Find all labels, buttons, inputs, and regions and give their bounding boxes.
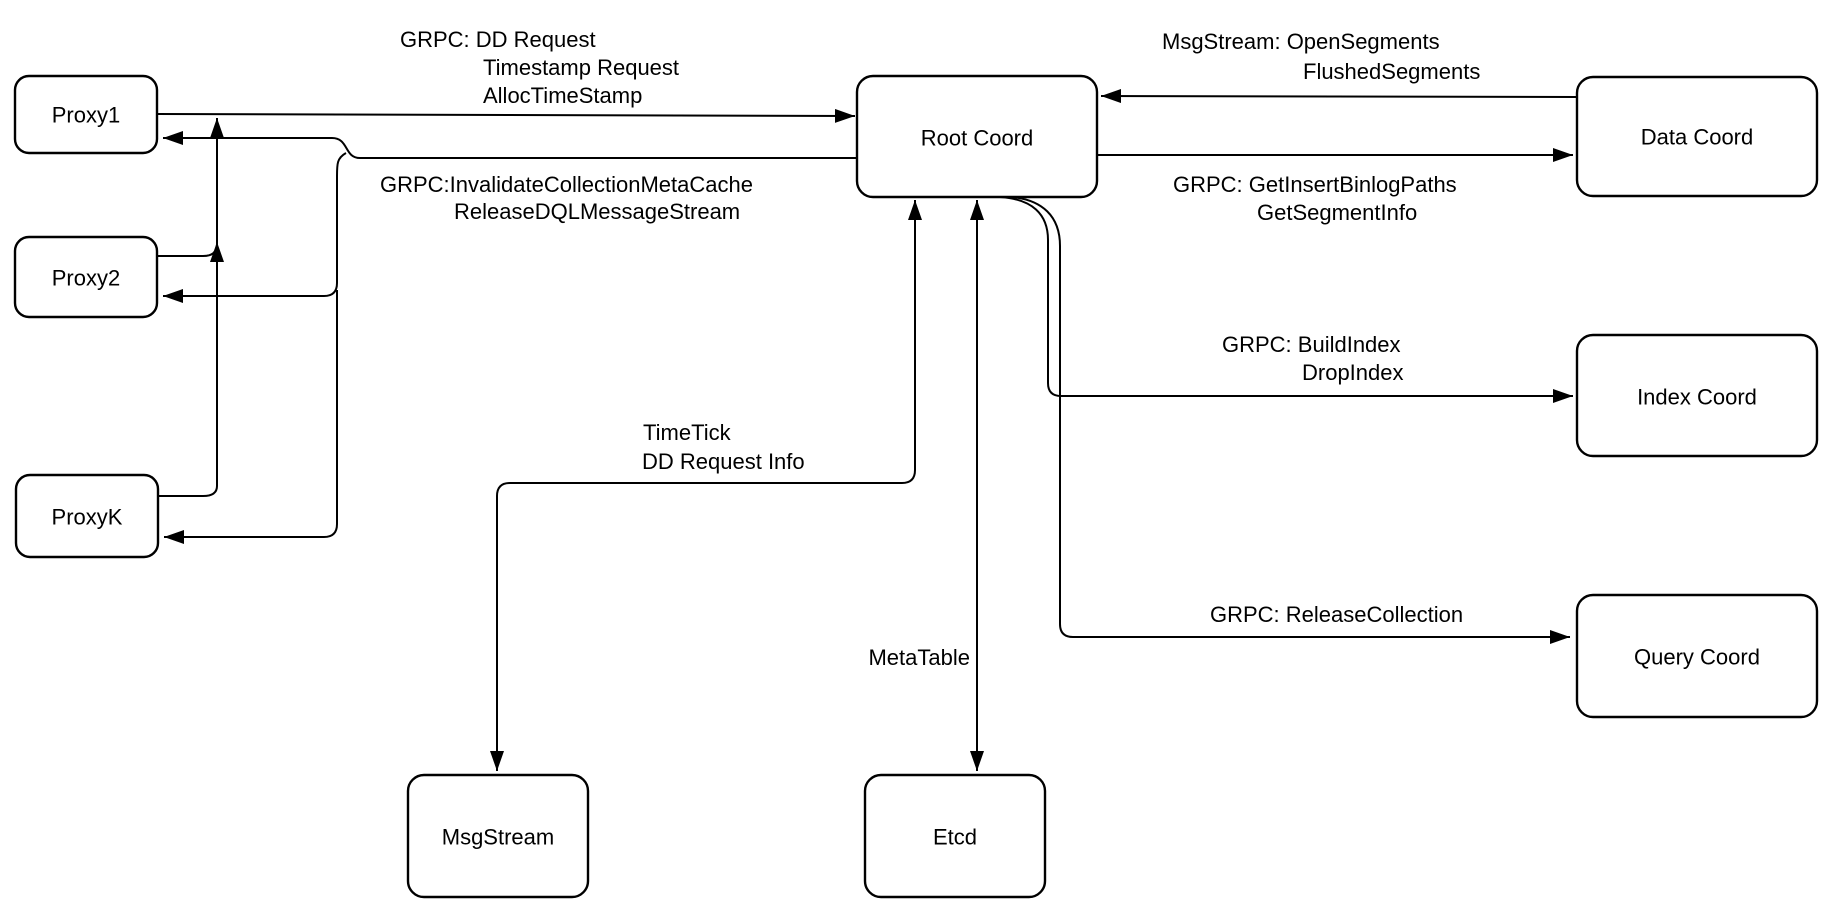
node-root-coord-label: Root Coord [921, 126, 1034, 151]
edge-label-release-dql-stream: ReleaseDQLMessageStream [454, 199, 740, 224]
node-data-coord[interactable] [1575, 75, 1819, 198]
edge-label-timetick: TimeTick [643, 420, 732, 445]
edge-datacoord-to-rootcoord [1100, 89, 1578, 104]
edge-proxy1-to-rootcoord [156, 108, 856, 123]
edge-label-buildindex: GRPC: BuildIndex [1222, 332, 1401, 357]
edge-proxyk-feeder [158, 485, 218, 497]
edge-rootcoord-to-proxyk [164, 290, 338, 544]
edge-label-flushedsegments: FlushedSegments [1303, 59, 1480, 84]
node-proxy2-label: Proxy2 [52, 266, 120, 291]
node-proxyk-label: ProxyK [52, 505, 123, 530]
node-msgstream[interactable] [406, 773, 590, 899]
edge-label-metatable: MetaTable [868, 645, 970, 670]
edge-rootcoord-to-indexcoord [999, 196, 1573, 403]
node-index-coord-label: Index Coord [1637, 385, 1757, 410]
edge-rootcoord-to-proxy2 [163, 152, 347, 303]
node-query-coord-label: Query Coord [1634, 645, 1760, 670]
node-proxy2[interactable] [13, 235, 159, 319]
edge-label-getsegmentinfo: GetSegmentInfo [1257, 200, 1417, 225]
node-data-coord-label: Data Coord [1641, 125, 1754, 150]
node-index-coord[interactable] [1575, 333, 1819, 458]
node-etcd[interactable] [863, 773, 1047, 899]
edge-proxy2-feeder [157, 242, 224, 262]
node-proxy1[interactable] [13, 74, 159, 155]
node-query-coord[interactable] [1575, 593, 1819, 719]
edge-rootcoord-to-querycoord [1011, 196, 1570, 644]
edge-label-invalidate-metacache: GRPC:InvalidateCollectionMetaCache [380, 172, 753, 197]
edge-label-getinsertbinlogpaths: GRPC: GetInsertBinlogPaths [1173, 172, 1457, 197]
edge-label-msgstream-opensegments: MsgStream: OpenSegments [1162, 29, 1440, 54]
node-msgstream-label: MsgStream [442, 825, 554, 850]
edge-label-dropindex: DropIndex [1302, 360, 1404, 385]
edge-rootcoord-msgstream [490, 200, 922, 771]
edge-label-releasecollection: GRPC: ReleaseCollection [1210, 602, 1463, 627]
edge-rootcoord-to-proxy1 [163, 131, 857, 159]
edge-label-timestamp-request: Timestamp Request [483, 55, 679, 80]
edge-label-alloctimestamp: AllocTimeStamp [483, 83, 642, 108]
node-proxy1-label: Proxy1 [52, 103, 120, 128]
node-etcd-label: Etcd [933, 825, 977, 850]
edge-label-grpc-dd-request: GRPC: DD Request [400, 27, 596, 52]
edge-label-dd-request-info: DD Request Info [642, 449, 805, 474]
node-proxyk[interactable] [14, 473, 160, 559]
node-root-coord[interactable] [855, 74, 1099, 199]
